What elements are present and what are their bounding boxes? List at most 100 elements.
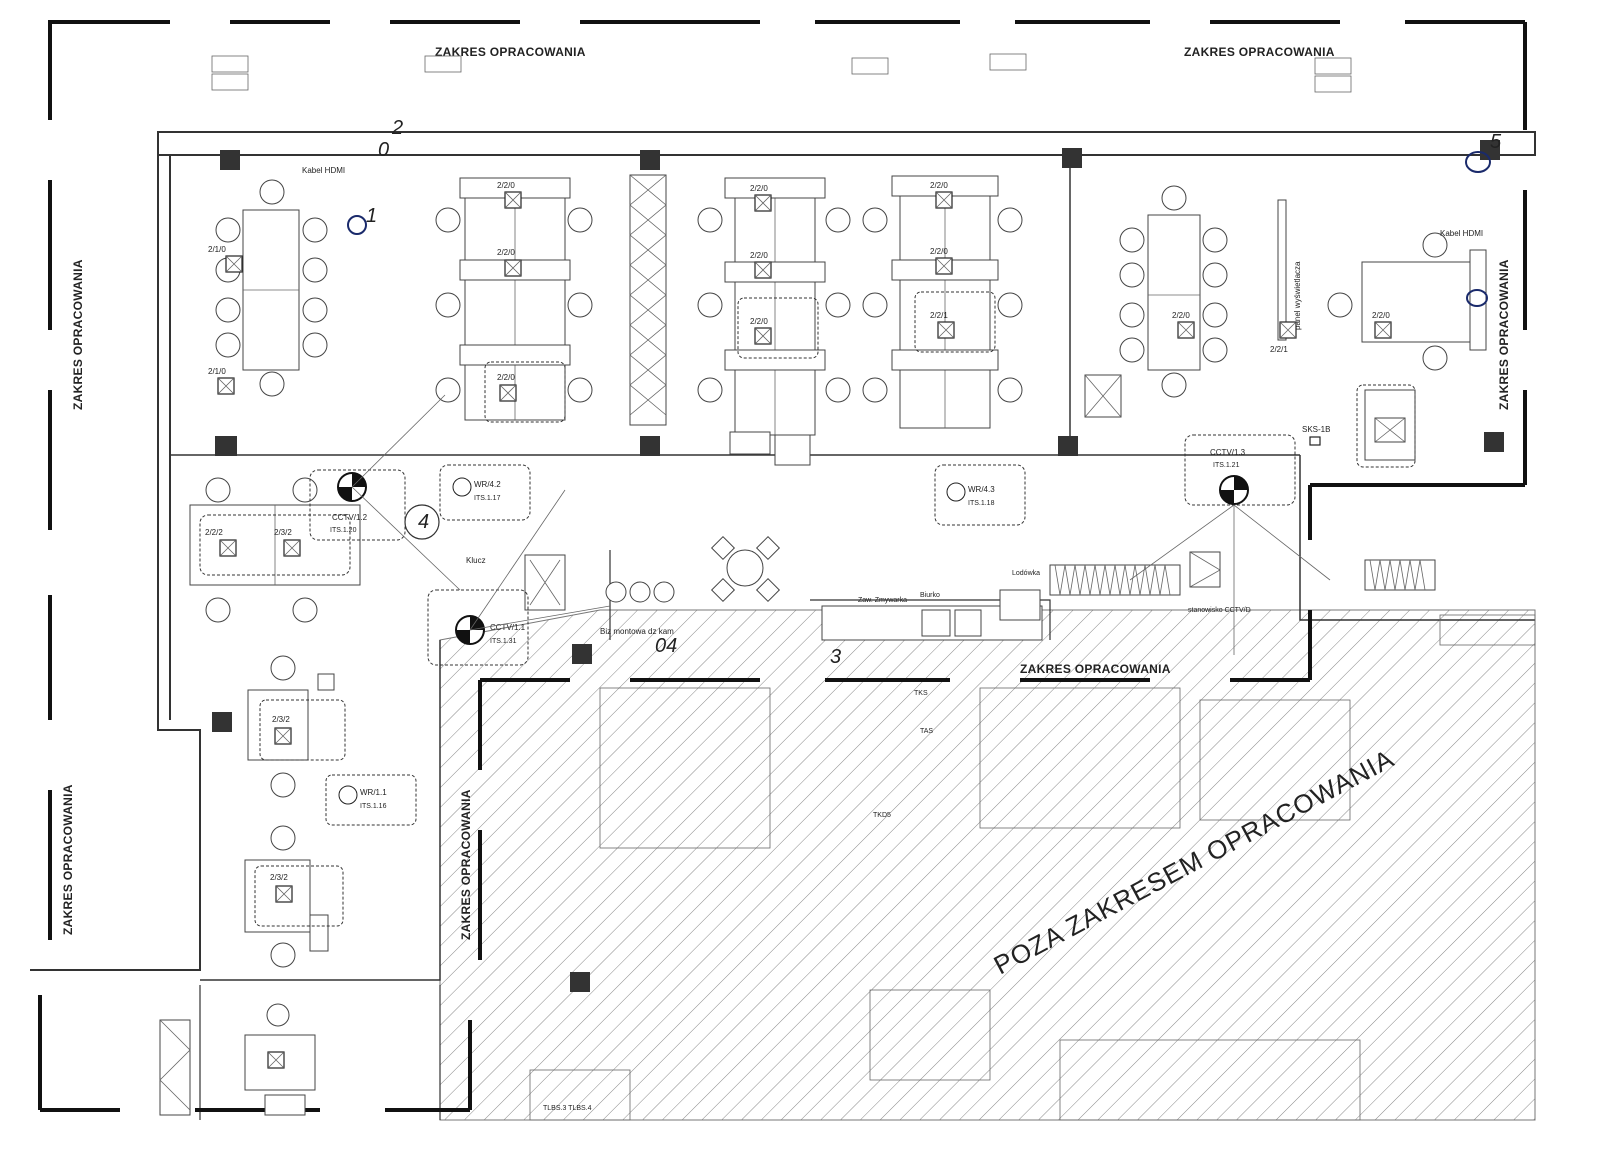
svg-text:2: 2 bbox=[391, 117, 403, 139]
manager-desk bbox=[1327, 232, 1487, 461]
out-of-scope-area bbox=[439, 609, 1536, 1121]
wifi-ap-2: WR/4.2 ITS.1.17 bbox=[452, 477, 501, 502]
building-walls bbox=[30, 131, 1536, 1120]
svg-text:2/2/0: 2/2/0 bbox=[497, 181, 515, 190]
network-outlets: 2/1/0 2/1/0 2/2/0 2/2/0 2/2/0 2/2/0 2/2/… bbox=[205, 181, 1392, 1069]
outlet-14: 2/3/2 bbox=[272, 715, 292, 745]
outlet-11: 2/2/1 bbox=[930, 311, 955, 339]
svg-text:ITS.1.17: ITS.1.17 bbox=[474, 495, 501, 502]
outlet-8: 2/2/0 bbox=[750, 317, 772, 345]
room-title-boxes bbox=[211, 53, 1352, 93]
svg-text:2/3/2: 2/3/2 bbox=[270, 873, 288, 882]
wifi-ap-3: WR/4.3 ITS.1.18 bbox=[946, 482, 995, 507]
svg-text:WR/1.1: WR/1.1 bbox=[360, 788, 387, 797]
outlet-15: 2/3/2 bbox=[270, 873, 293, 903]
outlet-1: 2/1/0 bbox=[208, 245, 243, 273]
svg-text:ITS.1.20: ITS.1.20 bbox=[330, 527, 357, 534]
outlet-10: 2/2/0 bbox=[930, 247, 953, 275]
structural-columns bbox=[212, 140, 1504, 992]
svg-text:2/1/0: 2/1/0 bbox=[208, 245, 226, 254]
desk-cluster-2 bbox=[435, 177, 593, 421]
zone-label-left-lower: ZAKRES OPRACOWANIA bbox=[61, 784, 75, 935]
svg-text:ITS.1.18: ITS.1.18 bbox=[968, 500, 995, 507]
svg-text:2/2/0: 2/2/0 bbox=[930, 247, 948, 256]
svg-text:2/2/0: 2/2/0 bbox=[497, 373, 515, 382]
svg-text:5: 5 bbox=[1490, 131, 1502, 153]
svg-text:2/2/0: 2/2/0 bbox=[750, 251, 768, 260]
outlet-6: 2/2/0 bbox=[750, 184, 772, 212]
svg-text:Kabel HDMI: Kabel HDMI bbox=[1440, 229, 1483, 238]
svg-text:2/2/0: 2/2/0 bbox=[1372, 311, 1390, 320]
zone-label-left-upper: ZAKRES OPRACOWANIA bbox=[71, 259, 85, 410]
outlet-17: 2/2/0 bbox=[1372, 311, 1392, 339]
outlet-3: 2/2/0 bbox=[497, 181, 522, 209]
svg-text:2/2/0: 2/2/0 bbox=[497, 248, 515, 257]
svg-text:4: 4 bbox=[418, 511, 429, 533]
outlet-9: 2/2/0 bbox=[930, 181, 953, 209]
desk-cluster-3 bbox=[697, 177, 851, 466]
zone-label-middle-vertical: ZAKRES OPRACOWANIA bbox=[459, 789, 473, 940]
svg-text:1: 1 bbox=[366, 205, 377, 227]
outlet-13: 2/3/2 bbox=[274, 528, 301, 557]
scope-boundary bbox=[38, 20, 1527, 1112]
sks-rack: SKS-1B bbox=[1302, 425, 1330, 446]
handwritten-notes: 2 0 1 4 5 3 04 bbox=[347, 117, 1502, 668]
zone-label-top-right: ZAKRES OPRACOWANIA bbox=[1184, 45, 1335, 59]
svg-text:Kabel HDMI: Kabel HDMI bbox=[302, 166, 345, 175]
outlet-2: 2/1/0 bbox=[208, 367, 235, 395]
partition-truss bbox=[629, 174, 667, 426]
svg-text:Biz montowa dz kam: Biz montowa dz kam bbox=[600, 627, 674, 636]
svg-text:2/3/2: 2/3/2 bbox=[272, 715, 290, 724]
svg-text:2/2/1: 2/2/1 bbox=[1270, 345, 1288, 354]
svg-text:Klucz: Klucz bbox=[466, 556, 486, 565]
zone-label-right: ZAKRES OPRACOWANIA bbox=[1497, 259, 1511, 410]
cctv-camera-1: CCTV/1.1 ITS.1.31 bbox=[455, 615, 526, 645]
outlet-18: 2/2/1 bbox=[1270, 321, 1297, 354]
cctv-camera-3: CCTV/1.3 ITS.1.21 bbox=[1210, 448, 1249, 505]
outlet-16: 2/2/0 bbox=[1172, 311, 1195, 339]
svg-text:2/2/2: 2/2/2 bbox=[205, 528, 223, 537]
svg-text:CCTV/1.3: CCTV/1.3 bbox=[1210, 448, 1246, 457]
desk-cluster-4 bbox=[862, 175, 1023, 429]
svg-text:WR/4.2: WR/4.2 bbox=[474, 480, 501, 489]
svg-text:04: 04 bbox=[655, 635, 677, 657]
svg-text:ITS.1.31: ITS.1.31 bbox=[490, 638, 517, 645]
svg-text:TLBS.3 TLBS.4: TLBS.3 TLBS.4 bbox=[543, 1105, 592, 1112]
svg-text:TKS: TKS bbox=[914, 690, 928, 697]
svg-text:2/2/0: 2/2/0 bbox=[1172, 311, 1190, 320]
svg-text:TKD5: TKD5 bbox=[873, 812, 891, 819]
svg-text:ITS.1.21: ITS.1.21 bbox=[1213, 462, 1240, 469]
room-text-labels: Kabel HDMI Kabel HDMI panel wyświetlacza… bbox=[302, 166, 1483, 1112]
svg-text:2/2/0: 2/2/0 bbox=[750, 184, 768, 193]
svg-text:panel wyświetlacza: panel wyświetlacza bbox=[1293, 261, 1302, 330]
svg-text:2/3/2: 2/3/2 bbox=[274, 528, 292, 537]
outlet-12: 2/2/2 bbox=[205, 528, 237, 557]
svg-text:stanowisko CCTV/D: stanowisko CCTV/D bbox=[1188, 607, 1251, 614]
svg-text:CCTV/1.2: CCTV/1.2 bbox=[332, 513, 368, 522]
conference-table-left bbox=[215, 179, 328, 397]
svg-text:2/1/0: 2/1/0 bbox=[208, 367, 226, 376]
svg-text:WR/4.3: WR/4.3 bbox=[968, 485, 995, 494]
svg-text:0: 0 bbox=[378, 139, 389, 161]
revision-clouds bbox=[199, 291, 1416, 927]
outlet-19 bbox=[267, 1051, 285, 1069]
wifi-ap-1: WR/1.1 ITS.1.16 bbox=[338, 785, 387, 810]
svg-text:2/2/0: 2/2/0 bbox=[930, 181, 948, 190]
outlet-4: 2/2/0 bbox=[497, 248, 522, 277]
svg-text:Lodówka: Lodówka bbox=[1012, 570, 1040, 577]
svg-text:Zaw. Zmywarka: Zaw. Zmywarka bbox=[858, 597, 907, 604]
svg-text:2/2/1: 2/2/1 bbox=[930, 311, 948, 320]
svg-text:CCTV/1.1: CCTV/1.1 bbox=[490, 623, 526, 632]
svg-text:3: 3 bbox=[830, 646, 841, 668]
zone-label-middle: ZAKRES OPRACOWANIA bbox=[1020, 662, 1171, 676]
svg-text:2/2/0: 2/2/0 bbox=[750, 317, 768, 326]
lower-left-desks bbox=[159, 477, 361, 1116]
camera-coverage-lines bbox=[351, 394, 1331, 655]
svg-text:Biurko: Biurko bbox=[920, 592, 940, 599]
outlet-5: 2/2/0 bbox=[497, 373, 517, 402]
svg-text:TAS: TAS bbox=[920, 728, 933, 735]
svg-text:ITS.1.16: ITS.1.16 bbox=[360, 803, 387, 810]
outlet-7: 2/2/0 bbox=[750, 251, 772, 279]
